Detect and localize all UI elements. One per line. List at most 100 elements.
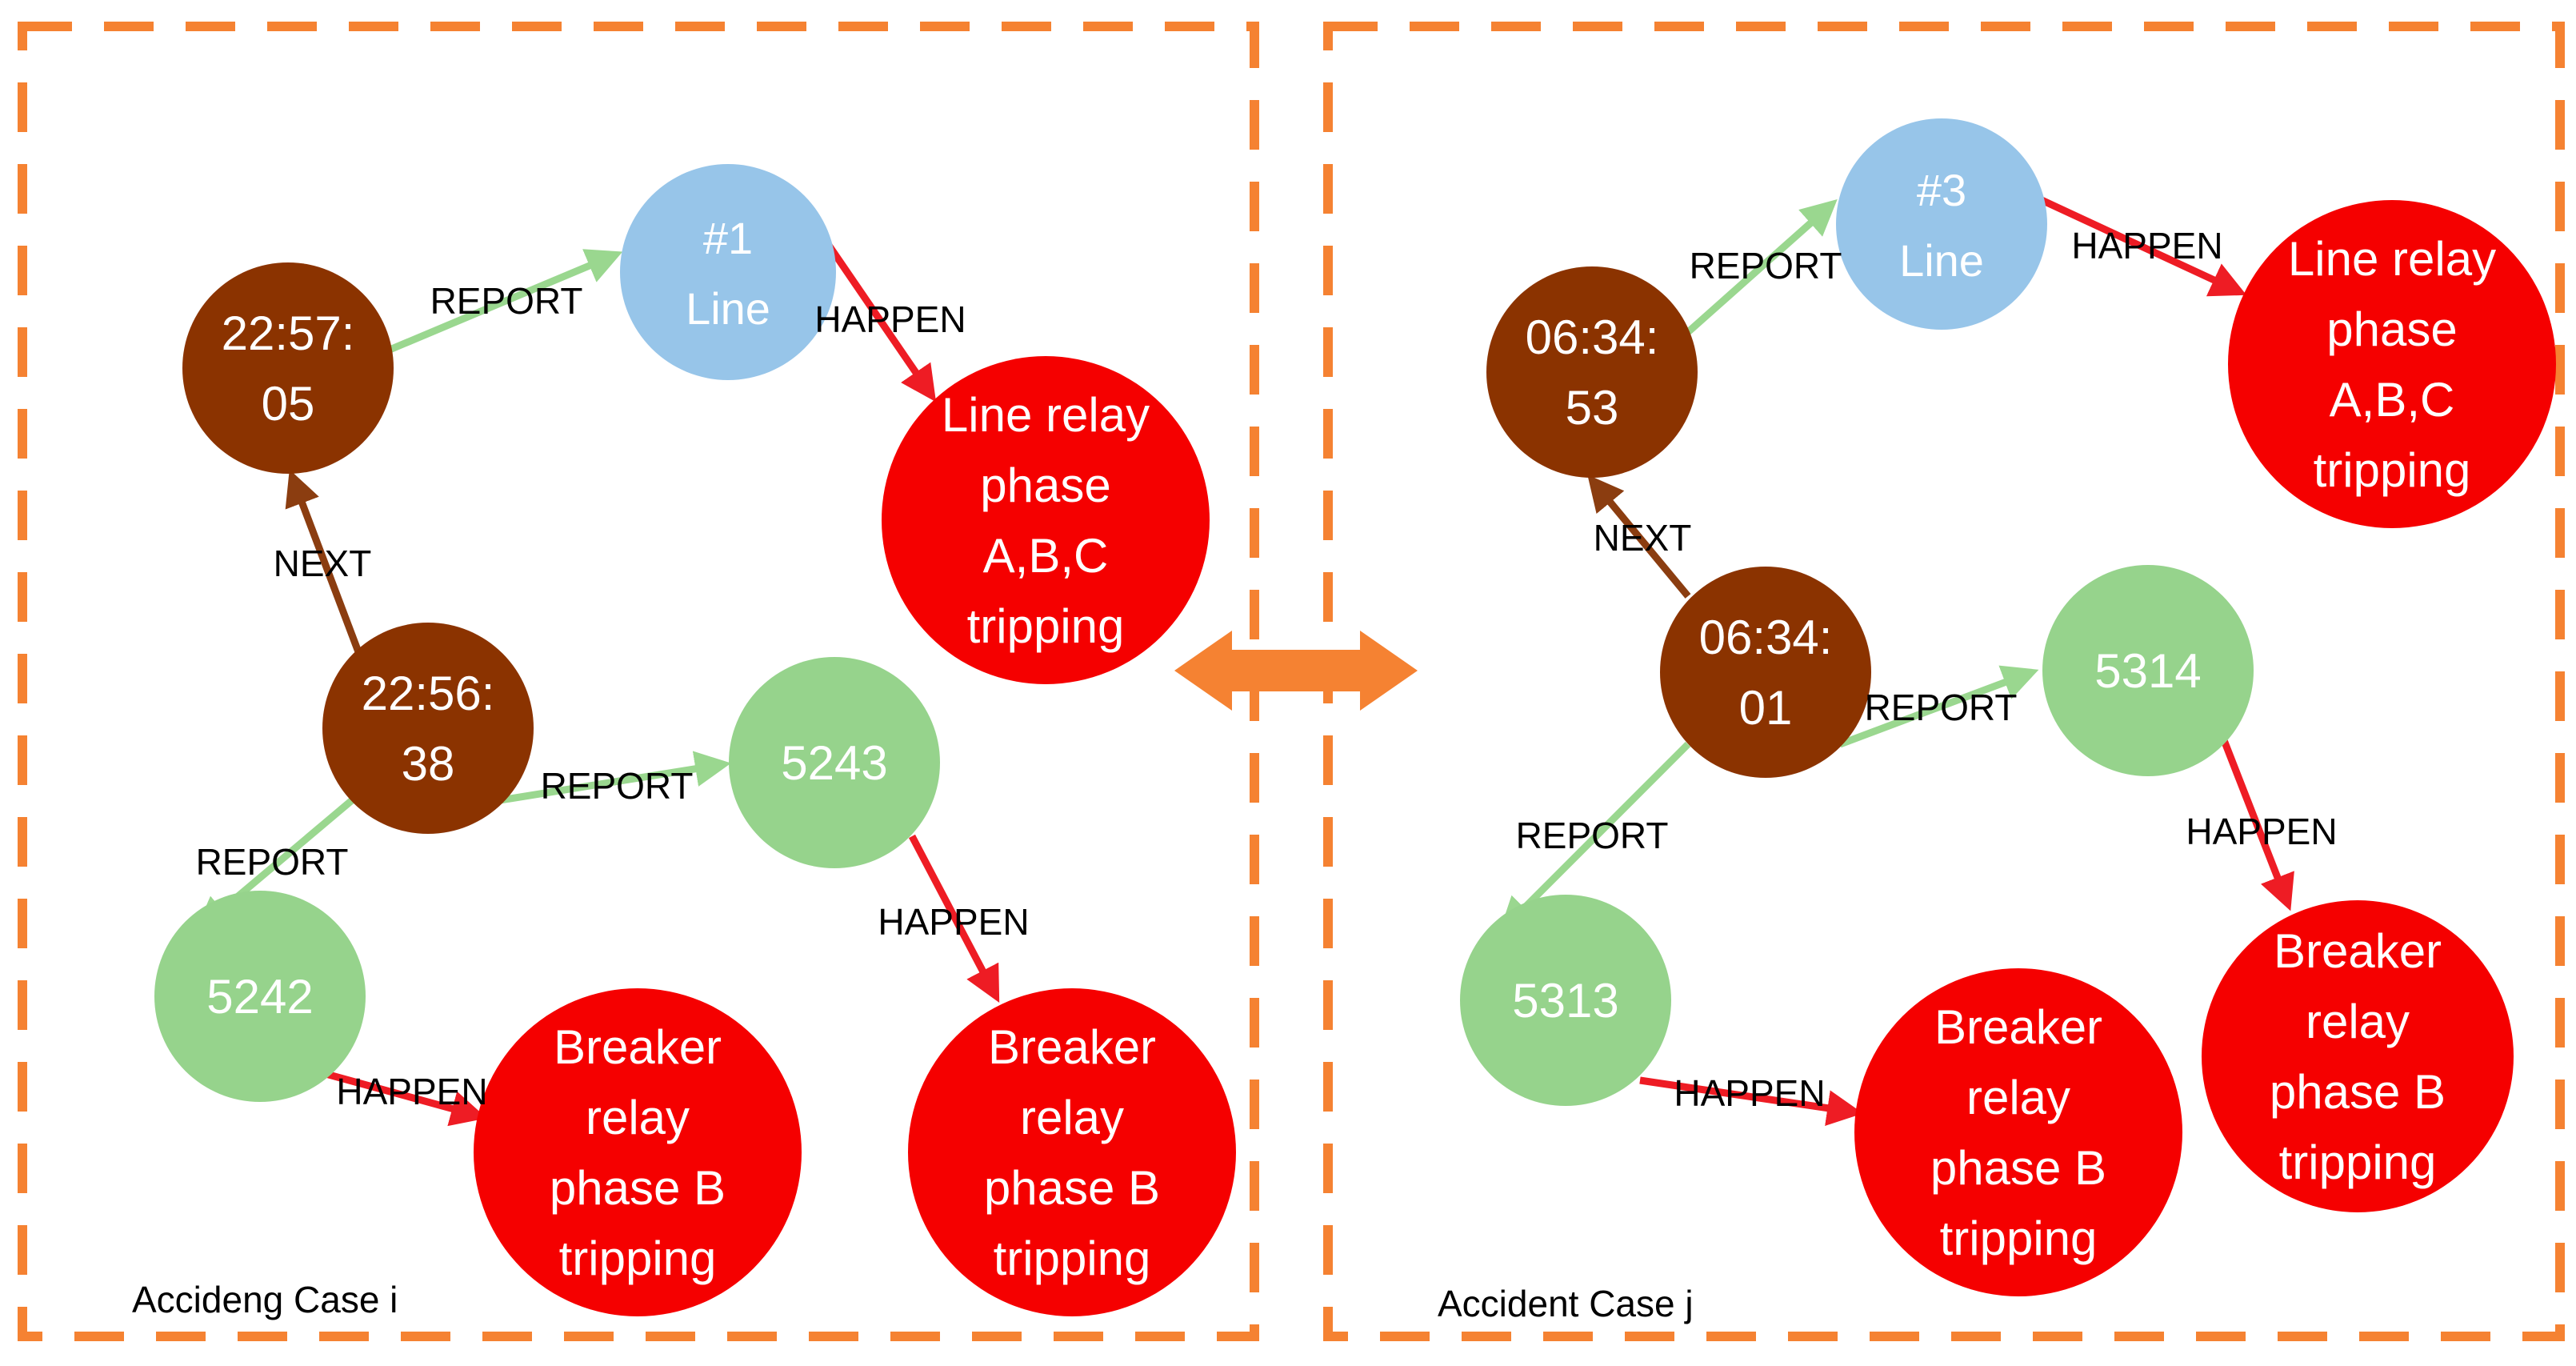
case-j-event-breaker-b-text-line: phase B [1930, 1141, 2106, 1195]
case-i-event-line-tripping-text-line: tripping [967, 599, 1125, 653]
case-i-event-breaker-b-text-line: tripping [559, 1232, 717, 1285]
case-j-device-node-b: 5313 [1460, 895, 1671, 1106]
case-i-line-node-circle [620, 164, 836, 380]
case-j-happen-edge-dev-a [2220, 739, 2294, 911]
case-j-event-line-tripping-text-line: Line relay [2288, 232, 2496, 286]
case-i-device-node-b-circle [154, 891, 366, 1102]
case-i-time-node-a-text-line: 05 [262, 377, 315, 431]
case-i-next-label: NEXT [274, 543, 372, 584]
case-i-happen-edge-dev-a [909, 834, 1000, 1003]
case-i-event-breaker-a-text-line: tripping [994, 1232, 1151, 1285]
case-i-device-node-b-text-line: 5242 [206, 970, 313, 1023]
case-i-event-breaker-b-text-line: Breaker [554, 1020, 722, 1074]
case-j-next-edge [1587, 475, 1691, 599]
case-j-happen-label-dev-a: HAPPEN [2186, 811, 2337, 852]
case-i-event-breaker-a-text-line: Breaker [988, 1020, 1156, 1074]
case-j-happen-label-line: HAPPEN [2071, 225, 2222, 266]
case-j-device-node-a-text-line: 5314 [2094, 644, 2201, 698]
case-j-device-node-b-circle [1460, 895, 1671, 1106]
case-i-event-breaker-a-text-line: phase B [984, 1161, 1160, 1215]
case-i-time-node-b-text-line: 22:56: [362, 667, 495, 720]
case-j-report-edge-dev-b [1498, 741, 1691, 934]
case-i-device-node-a-circle [729, 657, 940, 868]
case-i-report-label-line: REPORT [430, 280, 583, 322]
case-j-time-node-a-circle [1486, 266, 1698, 478]
case-i-report-label-dev-b: REPORT [196, 841, 349, 883]
case-i-time-node-a: 22:57: 05 [182, 262, 394, 474]
case-i-time-node-b-circle [322, 623, 534, 834]
case-j-report-label-line: REPORT [1690, 245, 1842, 286]
case-j-time-node-b: 06:34: 01 [1660, 567, 1871, 778]
case-j-report-edge-dev-a [1838, 665, 2039, 748]
case-i-report-edge-dev-a [499, 751, 731, 804]
case-j-event-breaker-a-text-line: Breaker [2274, 924, 2442, 978]
case-i-event-breaker-a: Breaker relay phase B tripping [908, 988, 1236, 1316]
case-i-line-node-text-line: #1 [703, 213, 753, 263]
case-j-event-breaker-a-text-line: relay [2306, 995, 2410, 1048]
case-j-line-node-text-line: Line [1899, 235, 1984, 286]
case-j-event-breaker-b: Breaker relay phase B tripping [1854, 968, 2182, 1296]
case-i-report-label-dev-a: REPORT [541, 765, 694, 807]
case-j-event-breaker-b-text-line: tripping [1940, 1212, 2098, 1265]
case-j-label: Accident Case j [1438, 1283, 1694, 1324]
case-i-happen-label-dev-a: HAPPEN [878, 901, 1029, 943]
case-i-event-breaker-b-text-line: phase B [550, 1161, 726, 1215]
case-i-happen-label-line: HAPPEN [814, 298, 966, 340]
case-i-event-breaker-a-circle [908, 988, 1236, 1316]
case-j-event-line-tripping-circle [2228, 200, 2556, 528]
case-i-report-edge-line [382, 249, 623, 356]
case-i-event-line-tripping-text-line: A,B,C [983, 529, 1109, 583]
case-j-time-node-b-circle [1660, 567, 1871, 778]
case-i-happen-label-dev-b: HAPPEN [336, 1071, 487, 1112]
case-j-happen-edge-dev-b [1639, 1076, 1863, 1126]
case-j-event-breaker-b-circle [1854, 968, 2182, 1296]
case-j-line-node-text-line: #3 [1917, 165, 1966, 215]
case-i-happen-edge-dev-b [318, 1068, 487, 1127]
case-j-event-line-tripping-text-line: tripping [2314, 443, 2471, 497]
case-i-event-breaker-a-text-line: relay [1020, 1091, 1124, 1144]
case-i-device-node-a-text-line: 5243 [781, 736, 887, 790]
case-i-event-line-tripping-text-line: Line relay [942, 388, 1150, 442]
case-i-time-node-b: 22:56: 38 [322, 623, 534, 834]
case-j-report-label-dev-b: REPORT [1516, 815, 1669, 856]
case-j-report-label-dev-a: REPORT [1865, 687, 2018, 728]
case-i-event-breaker-b-text-line: relay [586, 1091, 690, 1144]
case-i-happen-edge-line [825, 242, 937, 403]
case-i-time-node-b-text-line: 38 [402, 737, 455, 791]
case-j-next-label: NEXT [1594, 517, 1692, 559]
case-i-next-edge [285, 469, 364, 658]
case-j-happen-label-dev-b: HAPPEN [1674, 1072, 1825, 1114]
case-j-event-breaker-a-circle [2202, 900, 2514, 1212]
case-j-time-node-b-text-line: 06:34: [1699, 611, 1833, 664]
case-j-event-breaker-a-text-line: phase B [2270, 1065, 2446, 1119]
case-i-device-node-a: 5243 [729, 657, 940, 868]
case-i-time-node-a-text-line: 22:57: [222, 306, 355, 360]
case-i-event-line-tripping-circle [882, 356, 1210, 684]
case-j-report-edge-line [1686, 199, 1838, 335]
bidirectional-arrow-icon [1174, 631, 1418, 711]
case-i-event-breaker-b-circle [474, 988, 802, 1316]
case-i-event-line-tripping-text-line: phase [980, 459, 1110, 512]
case-i-device-node-b: 5242 [154, 891, 366, 1102]
case-j-device-node-a: 5314 [2042, 565, 2254, 776]
case-j-event-line-tripping-text-line: phase [2326, 302, 2457, 356]
case-j-time-node-a: 06:34:53 [1486, 266, 1698, 478]
case-i-time-node-a-circle [182, 262, 394, 474]
case-j-event-breaker-b-text-line: relay [1966, 1071, 2070, 1124]
case-j-time-node-b-text-line: 01 [1739, 681, 1793, 735]
case-j-device-node-b-text-line: 5313 [1512, 974, 1618, 1028]
case-i-event-breaker-b: Breaker relay phase B tripping [474, 988, 802, 1316]
case-j-line-node-circle [1836, 118, 2047, 330]
case-j-happen-edge-line [2040, 196, 2247, 297]
case-j-event-breaker-b-text-line: Breaker [1934, 1000, 2102, 1054]
case-j-event-breaker-a-text-line: tripping [2279, 1136, 2437, 1189]
case-j-event-breaker-a: Breaker relay phase B tripping [2202, 900, 2514, 1212]
case-i-line-node-text-line: Line [686, 283, 770, 334]
case-j-event-line-tripping-text-line: A,B,C [2330, 373, 2455, 427]
case-j-time-node-a-text-line: 06:34: [1526, 310, 1659, 364]
